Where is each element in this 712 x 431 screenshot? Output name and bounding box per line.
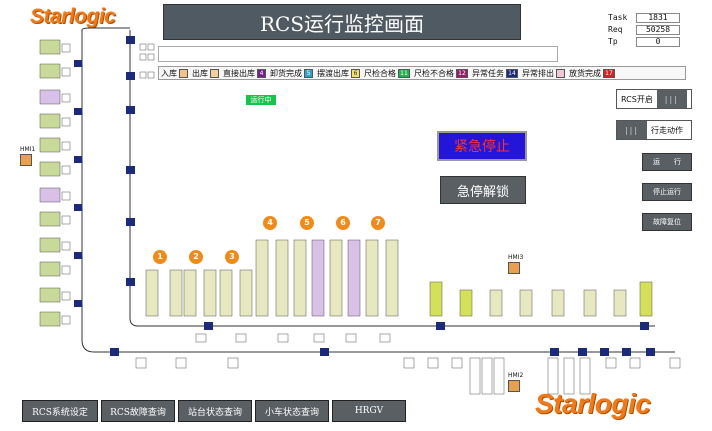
station-bubble[interactable]: 6	[336, 216, 350, 230]
legend-item: 出库	[192, 68, 219, 79]
fault-reset-button[interactable]: 故障复位	[642, 213, 692, 231]
message-box	[158, 46, 558, 62]
hmi2-marker[interactable]: HMI2	[508, 372, 523, 392]
station-status-query-button[interactable]: 站台状态查询	[178, 400, 252, 422]
req-value: 50258	[636, 25, 680, 35]
hmi1-label: HMI1	[20, 146, 36, 153]
rcs-settings-button[interactable]: RCS系统设定	[22, 400, 98, 422]
legend-swatch: 5	[304, 68, 313, 78]
hmi3-marker[interactable]: HMI3	[508, 254, 523, 274]
legend-item: 入库	[161, 68, 188, 79]
legend-swatch: 4	[257, 68, 266, 78]
shuttle-markers	[110, 36, 655, 356]
hrgv-button[interactable]: HRGV	[332, 400, 406, 422]
outer-loop-rail	[81, 27, 130, 31]
legend-swatch	[210, 68, 219, 78]
cart-status-query-button[interactable]: 小车状态查询	[255, 400, 329, 422]
station-bubble[interactable]: 2	[189, 250, 203, 264]
terminal-icon	[508, 380, 520, 392]
page-title: RCS运行监控画面	[163, 4, 521, 40]
hmi1-marker[interactable]: HMI1	[20, 146, 35, 166]
task-value: 1831	[636, 13, 680, 23]
legend-swatch	[179, 68, 188, 78]
legend-swatch: 17	[603, 68, 615, 78]
run-button[interactable]: 运 行	[642, 153, 692, 171]
estop-unlock-button[interactable]: 急停解锁	[440, 176, 526, 204]
station-bubble[interactable]: 1	[153, 250, 167, 264]
running-status-badge: 运行中	[246, 95, 276, 105]
req-label: Req	[608, 25, 623, 34]
task-label: Task	[608, 13, 628, 22]
terminal-icon	[20, 154, 32, 166]
hmi3-label: HMI3	[508, 254, 524, 261]
rcs-toggle-label: RCS开启	[617, 90, 657, 108]
legend-swatch	[556, 68, 565, 78]
walk-toggle-label: 行走动作	[647, 121, 687, 139]
emergency-stop-button[interactable]: 紧急停止	[437, 131, 527, 161]
rcs-fault-query-button[interactable]: RCS故障查询	[101, 400, 175, 422]
terminal-icon	[508, 262, 520, 274]
legend-swatch: 6	[351, 68, 360, 78]
toggle-knob: |||	[656, 90, 687, 108]
walk-action-toggle[interactable]: ||| 行走动作	[616, 120, 692, 140]
starlogic-logo: Starlogic	[30, 5, 116, 28]
legend-swatch: 11	[398, 68, 410, 78]
station-stacks	[145, 239, 653, 317]
rcs-enable-toggle[interactable]: RCS开启 |||	[616, 89, 692, 109]
tp-label: Tp	[608, 37, 618, 46]
rail-selector-boxes	[139, 43, 155, 79]
station-bubble[interactable]: 3	[225, 250, 239, 264]
stop-run-button[interactable]: 停止运行	[642, 183, 692, 201]
hmi2-label: HMI2	[508, 372, 524, 379]
left-outer-rail	[81, 30, 675, 353]
left-station-column	[39, 39, 82, 327]
station-bubble[interactable]: 5	[300, 216, 314, 230]
lower-station-boxes	[135, 333, 681, 395]
tp-value: 0	[636, 37, 680, 47]
toggle-knob: |||	[617, 121, 647, 139]
legend-swatch: 14	[506, 68, 518, 78]
station-bubble[interactable]: 7	[371, 216, 385, 230]
station-bubble[interactable]: 4	[263, 216, 277, 230]
legend-swatch: 12	[456, 68, 468, 78]
main-loop-rail	[129, 30, 655, 327]
legend-item: 异常排出	[522, 68, 565, 79]
